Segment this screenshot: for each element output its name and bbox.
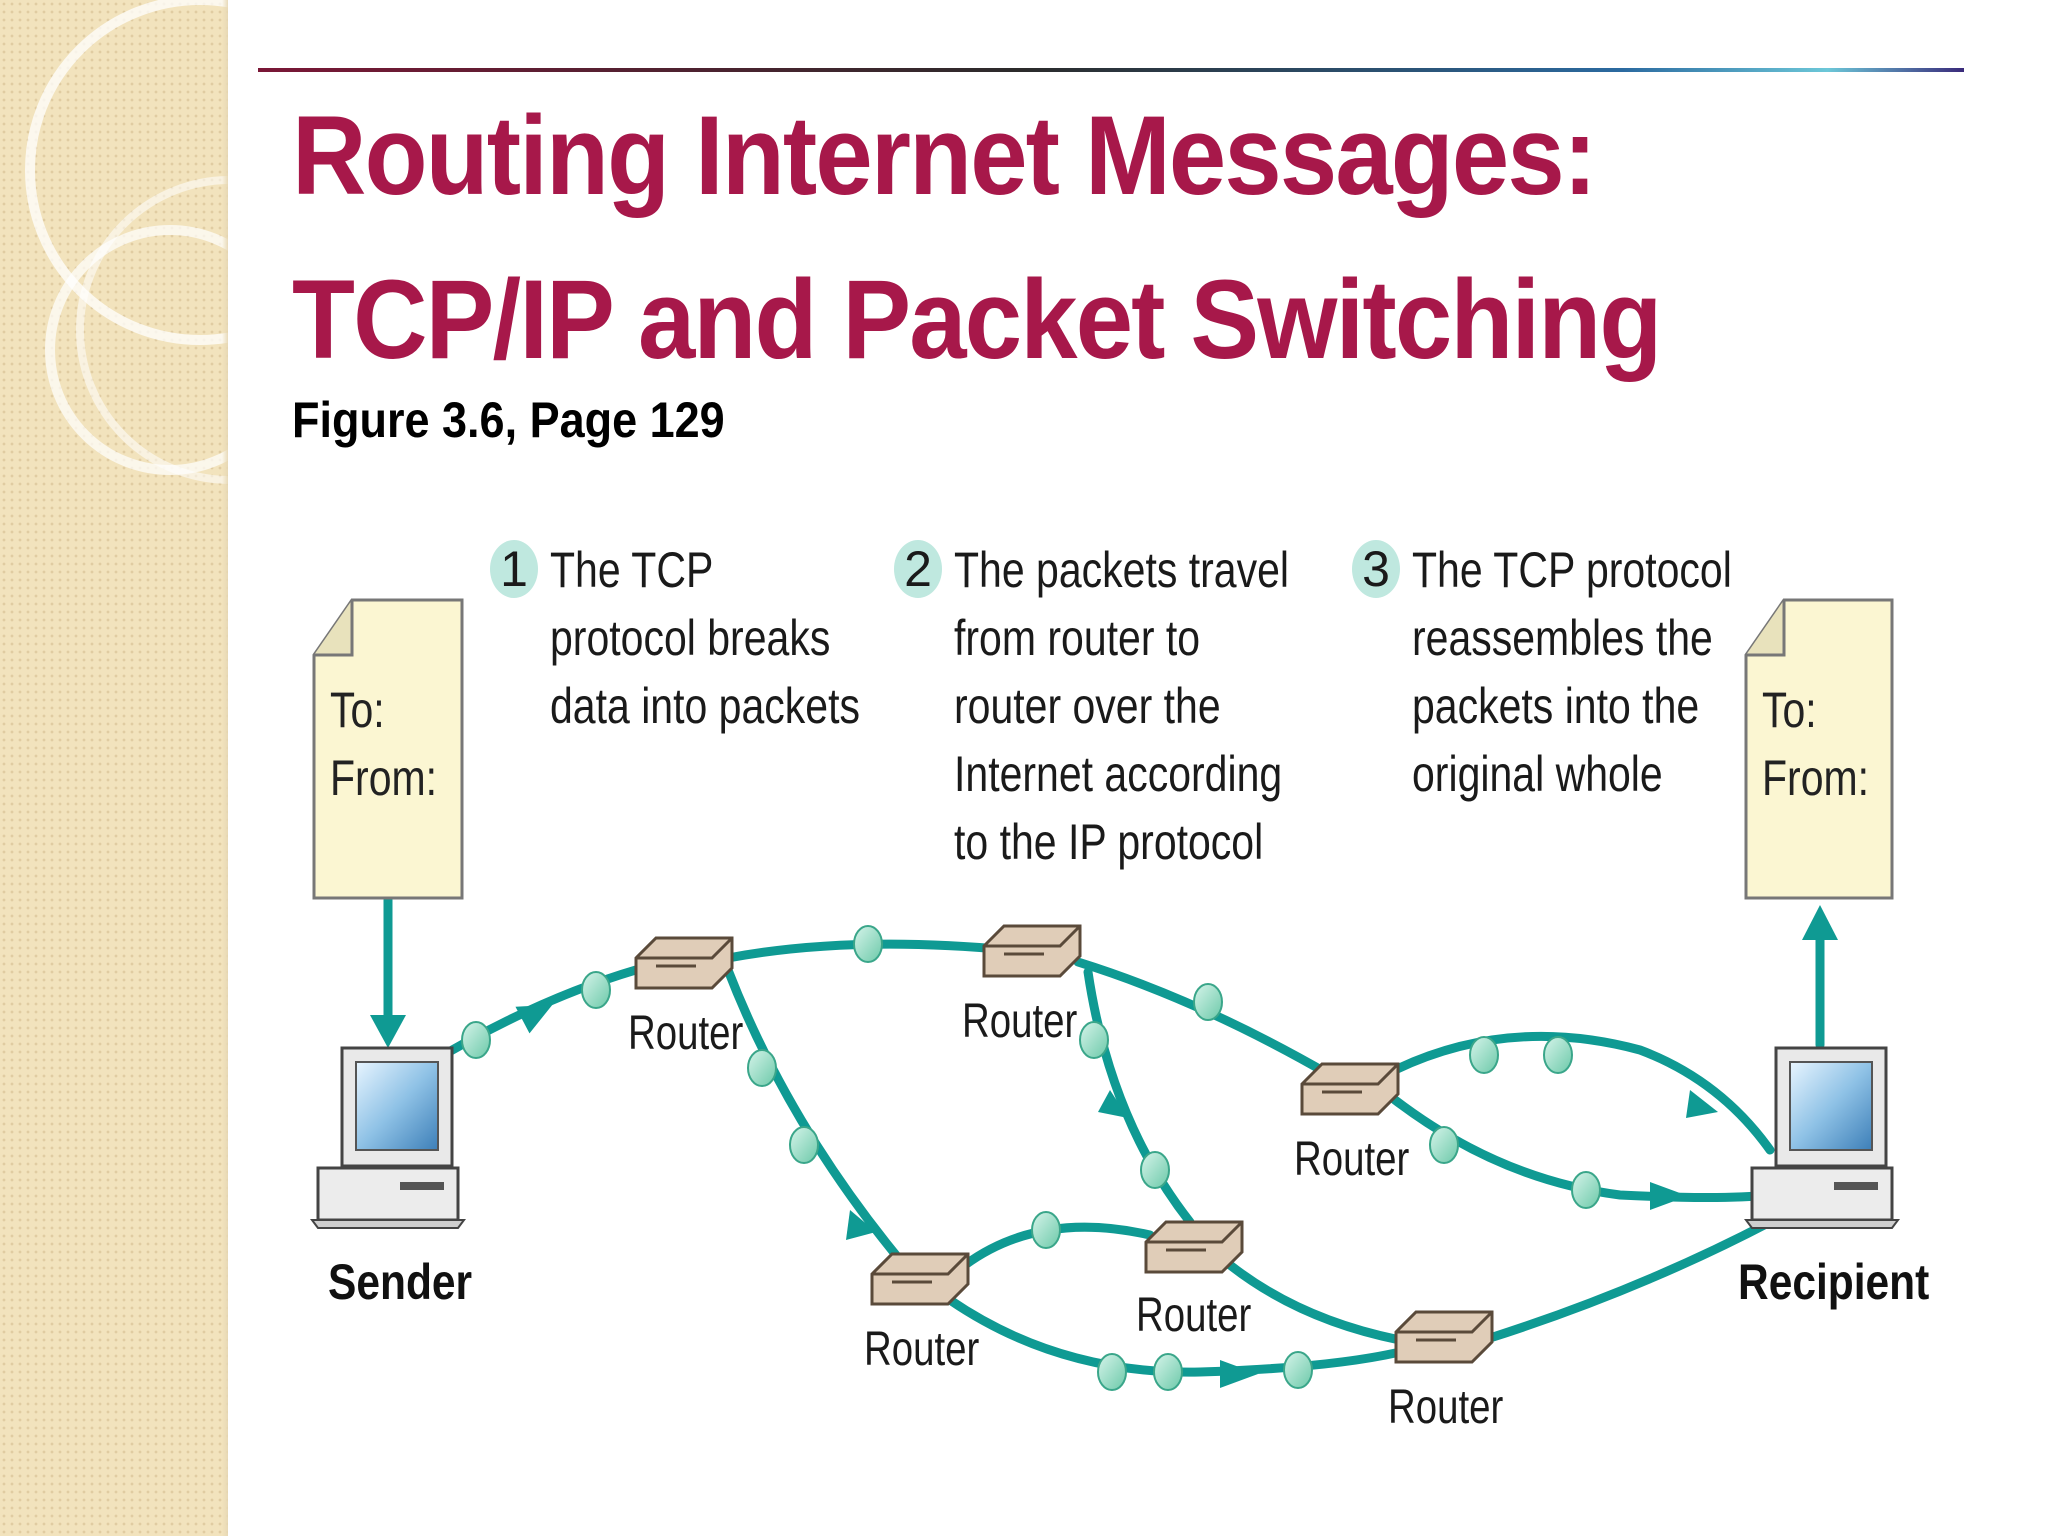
title-line-2: TCP/IP and Packet Switching [292,257,1662,382]
doc-from-label: From: [1762,750,1870,806]
computer-icon [310,1046,466,1229]
decorative-sidebar [0,0,228,1536]
document-icon [312,598,464,900]
recipient-document-text: To: From: [1762,676,1869,812]
router-icon [1144,1220,1244,1274]
slide-title: Routing Internet Messages: TCP/IP and Pa… [292,74,1662,402]
path-router6-recipient [1485,1217,1775,1343]
step-2-line: to the IP protocol [954,814,1264,870]
sidebar-edge [222,0,228,1536]
step-3-line: original whole [1412,746,1663,802]
router-label: Router [962,995,1078,1048]
router-icon [1300,1062,1400,1116]
circles-decoration [25,0,228,484]
router-label: Router [1388,1381,1504,1434]
step-2-line: from router to [954,610,1201,666]
router-label: Router [628,1007,744,1060]
path-router3-recipient-a [1390,1031,1775,1155]
arrow-icon [370,905,1838,1388]
doc-from-label: From: [330,750,438,806]
step-1-line: The TCP [550,542,714,598]
router-label: Router [1136,1289,1252,1342]
title-line-1: Routing Internet Messages: [292,93,1597,218]
router-label: Router [1294,1133,1410,1186]
step-1-line: data into packets [550,678,860,734]
step-2-text: The packets travel from router to router… [954,536,1289,876]
router-icon [870,1252,970,1306]
path-router2-router5 [1083,967,1195,1227]
sender-document [312,598,464,900]
document-icon [1744,598,1894,900]
step-3-badge: 3 [1352,540,1400,598]
figure-caption: Figure 3.6, Page 129 [292,392,725,448]
router-icon [634,936,734,990]
step-2-line: router over the [954,678,1221,734]
sender-label: Sender [328,1254,473,1310]
step-1-badge: 1 [490,540,538,598]
step-2-line: The packets travel [954,542,1289,598]
step-2-line: Internet according [954,746,1283,802]
path-router4-router6 [945,1295,1405,1377]
network-paths [383,895,1825,1377]
step-3-text: The TCP protocol reassembles the packets… [1412,536,1732,808]
step-3-line: packets into the [1412,678,1700,734]
computer-icon [1744,1046,1900,1229]
router-icon [982,924,1082,978]
step-2-badge: 2 [894,540,942,598]
step-3-line: reassembles the [1412,610,1713,666]
router-label: Router [864,1323,980,1376]
doc-to-label: To: [1762,682,1817,738]
router-icon [1394,1310,1494,1364]
packet-icon [461,925,1601,1391]
step-1-text: The TCP protocol breaks data into packet… [550,536,860,740]
step-3-line: The TCP protocol [1412,542,1732,598]
recipient-label: Recipient [1738,1254,1930,1310]
doc-to-label: To: [330,682,385,738]
title-rule [258,68,1964,72]
path-router1-router4 [723,965,915,1277]
path-router5-router6 [1225,1260,1405,1345]
sender-document-text: To: From: [330,676,437,812]
step-1-line: protocol breaks [550,610,831,666]
